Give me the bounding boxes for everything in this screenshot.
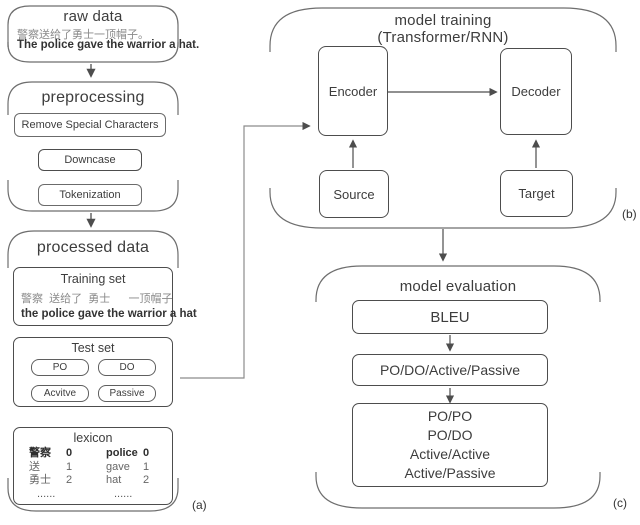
decoder-box: Decoder — [500, 48, 572, 135]
label-c: (c) — [613, 496, 627, 510]
source-box: Source — [319, 170, 389, 218]
training-set-english-line: the police gave the warrior a hat — [21, 308, 197, 320]
result-line: PO/PO — [427, 408, 473, 424]
preprocessing-title: preprocessing — [41, 89, 145, 106]
label-b: (b) — [622, 207, 637, 221]
raw-data-chinese-line: 警察送给了勇士一顶帽子。 — [17, 29, 149, 41]
criteria-box: PO/DO/Active/Passive — [352, 354, 548, 386]
bleu-box: BLEU — [352, 300, 548, 334]
lexicon-right-column: police 0 gave 1 hat 2 ...... — [106, 447, 157, 501]
test-set-chip-active: Acvitve — [31, 385, 89, 402]
lexicon-box: lexicon 警察 0 送 1 勇士 2 ...... police 0 — [13, 427, 173, 505]
lexicon-left-column: 警察 0 送 1 勇士 2 ...... — [29, 447, 80, 501]
test-set-chip-po: PO — [31, 359, 89, 376]
connector-testset-to-encoder — [180, 121, 311, 379]
step-tokenization: Tokenization — [38, 184, 142, 206]
model-evaluation-title: model evaluation — [399, 278, 517, 295]
result-line: PO/DO — [427, 427, 473, 443]
training-set-title: Training set — [60, 272, 126, 286]
step-remove-special-characters: Remove Special Characters — [14, 113, 166, 137]
lexicon-row: ...... — [114, 487, 133, 500]
test-set-box: Test set PO DO Acvitve Passive — [13, 337, 173, 407]
raw-data-title: raw data — [63, 8, 123, 25]
lexicon-row: police 0 — [106, 447, 150, 459]
raw-data-english-line: The police gave the warrior a hat. — [17, 39, 200, 51]
test-set-title: Test set — [71, 341, 115, 355]
label-a: (a) — [192, 498, 207, 512]
lexicon-row: 送 1 — [29, 460, 73, 473]
lexicon-row: 勇士 2 — [29, 474, 73, 486]
lexicon-title: lexicon — [73, 431, 113, 445]
target-box: Target — [500, 170, 573, 217]
test-set-chip-passive: Passive — [98, 385, 156, 402]
result-line: Active/Passive — [404, 465, 496, 481]
lexicon-row: 警察 0 — [29, 447, 73, 459]
test-set-chip-do: DO — [98, 359, 156, 376]
training-set-box: Training set 警察 送给了 勇士 一顶帽子 the police g… — [13, 267, 197, 326]
lexicon-row: hat 2 — [106, 474, 150, 486]
lexicon-row: ...... — [37, 487, 56, 500]
training-set-chinese-line: 警察 送给了 勇士 一顶帽子 — [21, 293, 173, 305]
processed-data-title: processed data — [36, 239, 150, 256]
step-downcase: Downcase — [38, 149, 142, 171]
results-box: PO/PO PO/DO Active/Active Active/Passive — [352, 403, 548, 487]
encoder-box: Encoder — [318, 46, 388, 136]
model-training-title-line1: model training — [394, 12, 492, 29]
model-training-title-line2: (Transformer/RNN) — [377, 29, 509, 46]
result-line: Active/Active — [409, 446, 491, 462]
lexicon-row: gave 1 — [106, 460, 150, 473]
